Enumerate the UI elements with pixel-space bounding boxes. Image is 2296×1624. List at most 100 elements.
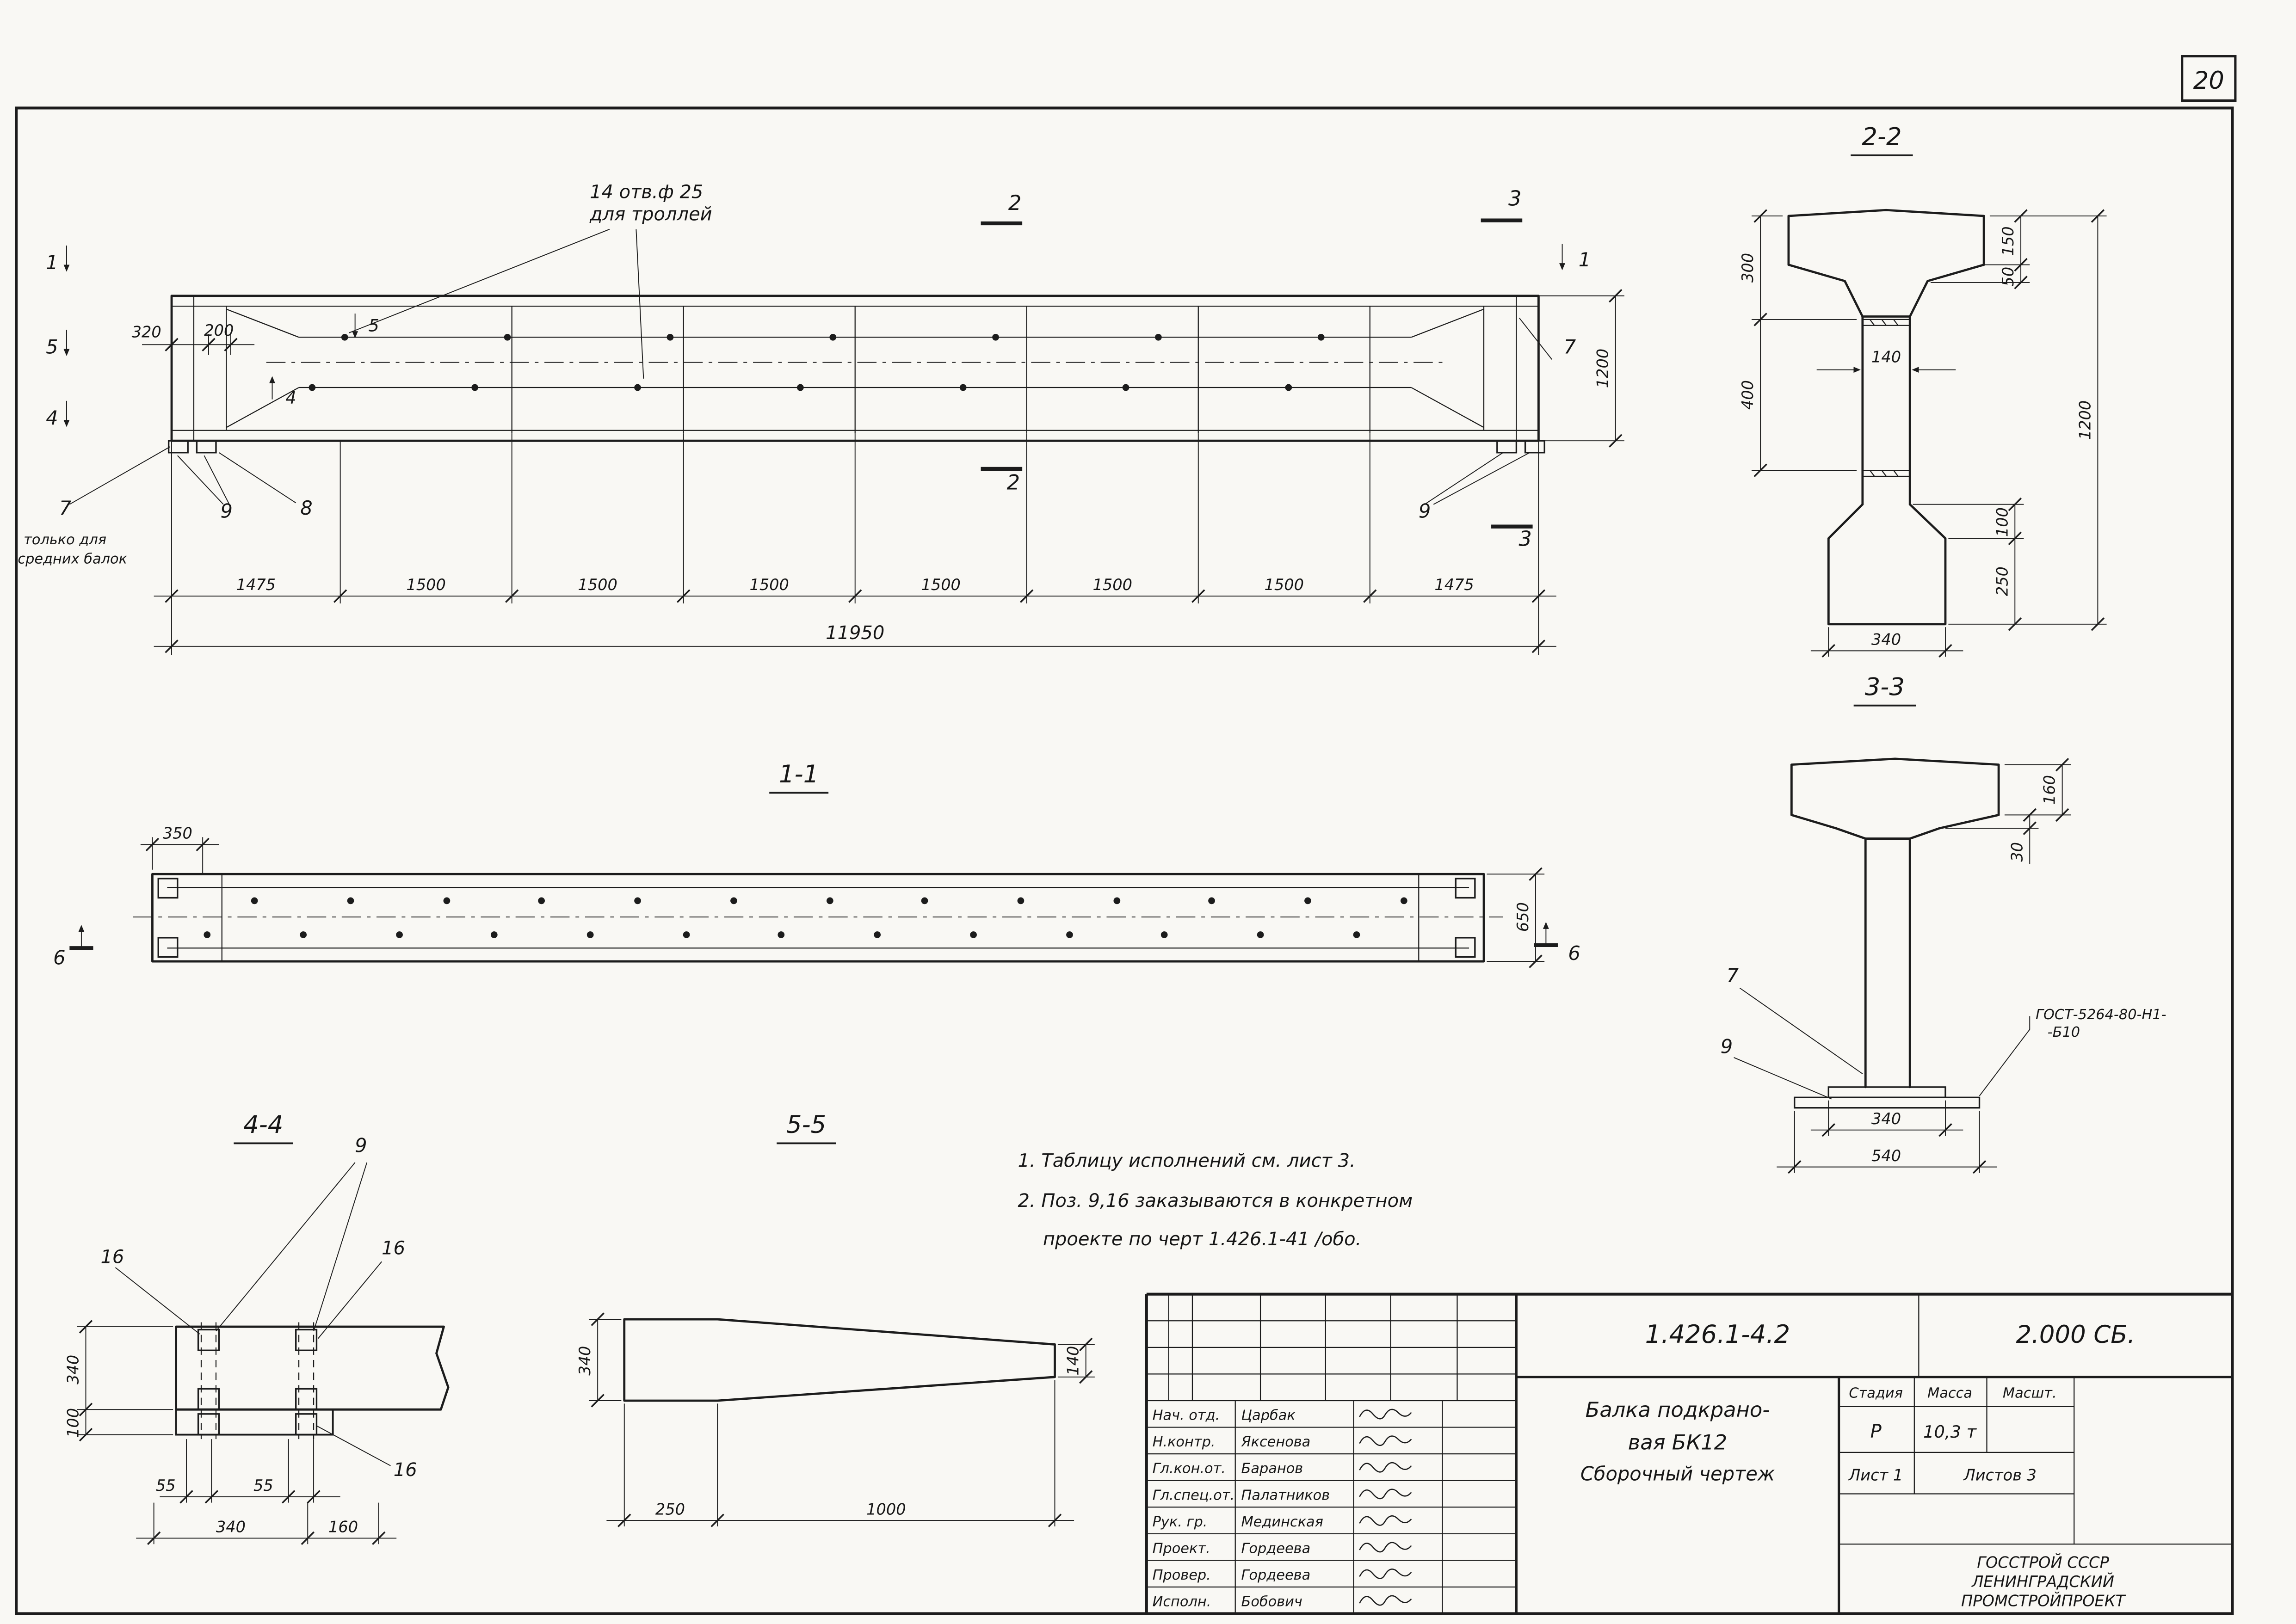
cut-mark-2-top: 2 bbox=[1008, 191, 1021, 215]
leader-line bbox=[1739, 987, 1863, 1074]
view-1-1: 1-1 350 650 6 6 bbox=[53, 760, 1580, 969]
view-5-5: 5-5 340 140 250 1000 bbox=[576, 1111, 1095, 1528]
bearing-pad bbox=[1496, 440, 1518, 454]
bearing-pad bbox=[196, 440, 217, 454]
sig-name: Гордеева bbox=[1241, 1540, 1311, 1556]
dim-50: 50 bbox=[1999, 267, 2017, 287]
sig-role: Гл.спец.от. bbox=[1153, 1487, 1235, 1503]
stage-value: Р bbox=[1870, 1421, 1882, 1442]
dim-30: 30 bbox=[2008, 842, 2026, 862]
dim-segment: 1475 bbox=[236, 576, 276, 594]
sheets-label: Листов 3 bbox=[1963, 1466, 2037, 1484]
beam-plan-outline bbox=[151, 873, 1485, 963]
leader-line bbox=[204, 455, 230, 505]
dim-100: 100 bbox=[64, 1408, 82, 1438]
leader-line bbox=[177, 455, 224, 505]
page-number: 20 bbox=[2193, 67, 2224, 95]
leader-line bbox=[349, 228, 610, 333]
sig-role: Провер. bbox=[1153, 1567, 1211, 1583]
anchor-pad bbox=[295, 1329, 318, 1351]
cut-mark-1-right: 1 bbox=[1579, 248, 1591, 271]
dim-1000: 1000 bbox=[866, 1500, 906, 1518]
taper-plate-outline bbox=[623, 1318, 1056, 1402]
note-line-3: проекте по черт 1.426.1-41 /обо. bbox=[1043, 1229, 1361, 1250]
callout-9: 9 bbox=[1721, 1035, 1733, 1058]
sig-role: Нач. отд. bbox=[1153, 1408, 1220, 1424]
cut-mark-2-bottom: 2 bbox=[1007, 470, 1020, 495]
anchor-pad bbox=[295, 1413, 318, 1436]
org-line2: ЛЕНИНГРАДСКИЙ bbox=[1971, 1572, 2114, 1591]
inner-marker-5: 5 bbox=[368, 316, 379, 336]
dim-segment: 1500 bbox=[1265, 576, 1304, 594]
dim-segment: 1475 bbox=[1434, 576, 1474, 594]
dim-250: 250 bbox=[1993, 566, 2011, 596]
notes: 1. Таблицу исполнений см. лист 3. 2. Поз… bbox=[1018, 1150, 1413, 1250]
dim-160: 160 bbox=[2041, 775, 2059, 805]
dim-140: 140 bbox=[1064, 1346, 1082, 1376]
callout-16: 16 bbox=[100, 1247, 124, 1268]
bottom-strip bbox=[175, 1409, 334, 1436]
sig-role: Гл.кон.от. bbox=[1153, 1461, 1226, 1477]
sig-role: Проект. bbox=[1153, 1540, 1210, 1556]
callout-9: 9 bbox=[355, 1134, 367, 1157]
hole-note-line1: 14 отв.ф 25 bbox=[590, 182, 703, 203]
drawing-title-line1: Балка подкрано- bbox=[1586, 1397, 1770, 1422]
dim-160: 160 bbox=[328, 1518, 358, 1536]
callout-7-right: 7 bbox=[1564, 335, 1576, 358]
dim-140: 140 bbox=[1871, 348, 1901, 366]
dim-340: 340 bbox=[64, 1355, 82, 1384]
sig-name: Царбак bbox=[1241, 1408, 1296, 1424]
leader-line bbox=[636, 229, 644, 379]
org-line3: ПРОМСТРОЙПРОЕКТ bbox=[1961, 1592, 2126, 1610]
leader-line bbox=[1424, 452, 1504, 505]
leader-line bbox=[1734, 1057, 1832, 1100]
only-note-line2: средних балок bbox=[18, 551, 127, 567]
dim-350: 350 bbox=[163, 824, 192, 843]
mass-value: 10,3 т bbox=[1923, 1422, 1977, 1442]
corner-pad bbox=[1455, 937, 1476, 958]
bottom-boot-outline bbox=[1827, 503, 1947, 626]
sig-name: Яксенова bbox=[1241, 1434, 1311, 1450]
sig-role: Рук. гр. bbox=[1153, 1514, 1208, 1530]
leader-line bbox=[1519, 318, 1552, 360]
drawing-title-line2: вая БК12 bbox=[1628, 1430, 1727, 1455]
dim-1200: 1200 bbox=[2076, 400, 2094, 440]
corner-pad bbox=[157, 878, 179, 899]
weld-leader bbox=[1979, 1016, 2031, 1096]
dim-100: 100 bbox=[1993, 507, 2011, 537]
leader-line bbox=[218, 452, 296, 504]
frame: 20 bbox=[15, 55, 2237, 1615]
leader-line bbox=[115, 1267, 200, 1335]
title-block: Нач. отд. Царбак Н.контр. Яксенова Гл.ко… bbox=[1145, 1292, 2233, 1614]
top-flange-outline bbox=[1787, 209, 1985, 318]
sig-name: Баранов bbox=[1241, 1461, 1303, 1477]
section-marker-1: 1 bbox=[46, 251, 58, 274]
cut-mark-6-right: 6 bbox=[1568, 942, 1580, 965]
weld-note-line1: ГОСТ-5264-80-Н1- bbox=[2036, 1007, 2166, 1023]
doc-number: 1.426.1-4.2 bbox=[1645, 1320, 1790, 1349]
leader-line bbox=[69, 446, 171, 505]
dim-340: 340 bbox=[576, 1346, 594, 1376]
cut-mark-3-bottom: 3 bbox=[1518, 526, 1531, 551]
dim-200: 200 bbox=[204, 321, 234, 339]
stage-header: Стадия bbox=[1849, 1385, 1903, 1402]
sig-role: Исполн. bbox=[1153, 1594, 1211, 1610]
section-3-3: 3-3 160 30 7 9 ГОСТ-5264-80-Н1- -Б10 340 bbox=[1721, 673, 2166, 1174]
view-title: 4-4 bbox=[243, 1111, 283, 1139]
dim-55: 55 bbox=[253, 1476, 273, 1495]
dim-300: 300 bbox=[1739, 253, 1757, 283]
scale-header: Масшт. bbox=[2003, 1385, 2057, 1402]
anchor-pad bbox=[197, 1413, 220, 1436]
dim-1200: 1200 bbox=[1594, 349, 1612, 388]
sig-name: Мединская bbox=[1241, 1514, 1323, 1530]
cut-mark-6-left: 6 bbox=[53, 946, 65, 969]
dim-340: 340 bbox=[1871, 1110, 1901, 1128]
leader-line bbox=[216, 1162, 356, 1332]
leader-line bbox=[313, 1162, 368, 1331]
dim-540: 540 bbox=[1871, 1147, 1901, 1165]
section-marker-5: 5 bbox=[46, 335, 58, 358]
dim-650: 650 bbox=[1514, 902, 1532, 932]
leader-line bbox=[317, 1261, 382, 1339]
callout-8: 8 bbox=[300, 497, 312, 519]
